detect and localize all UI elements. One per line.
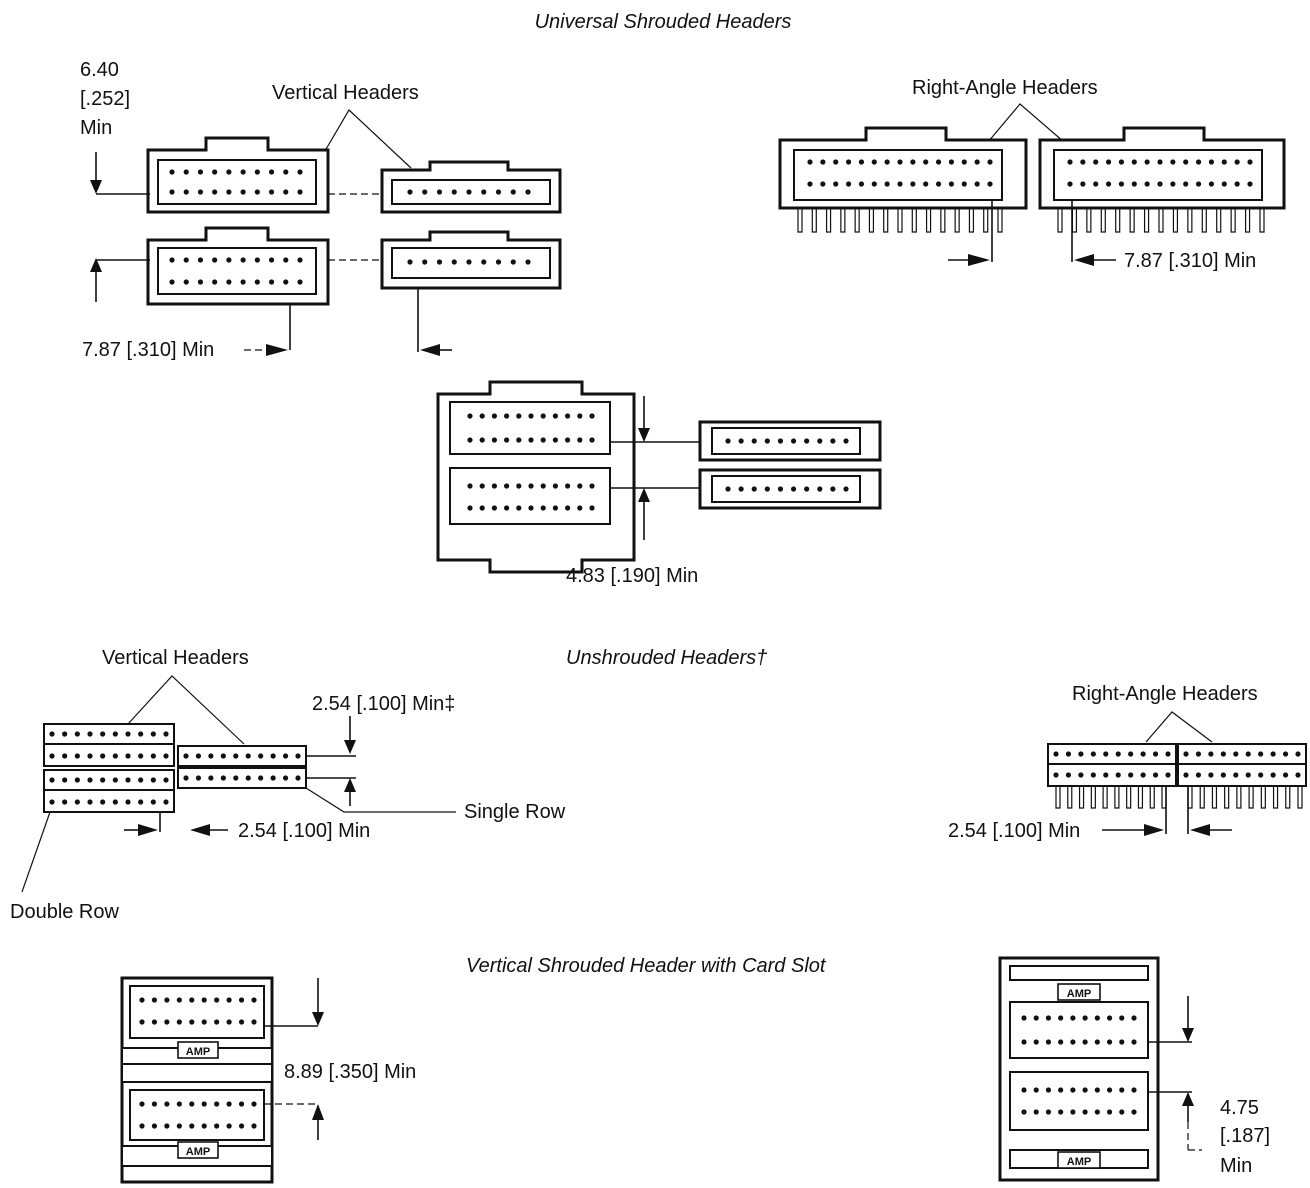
pin-row bbox=[49, 731, 169, 737]
pin-row bbox=[467, 505, 595, 511]
dim-7-87-right-angle: 7.87 [.310] Min bbox=[1124, 250, 1256, 272]
vertical-headers-label-top: Vertical Headers bbox=[272, 82, 419, 104]
card-slot-title: Vertical Shrouded Header with Card Slot bbox=[466, 955, 827, 977]
pin-row bbox=[807, 181, 993, 187]
stacked-headers-right bbox=[698, 420, 882, 510]
dim-6-40-inch: [.252] bbox=[80, 88, 130, 110]
pin-row bbox=[139, 997, 257, 1003]
vertical-header-c bbox=[380, 160, 562, 214]
dim-8-89: 8.89 [.350] Min bbox=[284, 1061, 416, 1083]
dim-6-40-value: 6.40 bbox=[80, 59, 119, 81]
amp-logo-right-top: AMP bbox=[1067, 988, 1091, 1000]
pin-row bbox=[1021, 1039, 1137, 1045]
unshrouded-title: Unshrouded Headers† bbox=[566, 647, 767, 669]
single-row-label: Single Row bbox=[464, 801, 566, 823]
amp-logo-right-bottom: AMP bbox=[1067, 1156, 1091, 1168]
pin-row bbox=[1053, 772, 1171, 778]
lead-row bbox=[1057, 208, 1265, 233]
pin-row bbox=[725, 486, 849, 492]
vertical-headers-leader bbox=[321, 109, 412, 169]
dim-4-75-value: 4.75 bbox=[1220, 1097, 1259, 1119]
pin-row bbox=[183, 753, 301, 759]
right-angle-headers-label-top: Right-Angle Headers bbox=[912, 77, 1098, 99]
pin-row bbox=[139, 1019, 257, 1025]
pin-row bbox=[169, 169, 303, 175]
unshrouded-vertical-leader bbox=[127, 675, 245, 745]
right-angle-header-right bbox=[1038, 126, 1286, 210]
dim-6-40-min: Min bbox=[80, 117, 112, 139]
right-angle-header-left bbox=[778, 126, 1028, 210]
vertical-headers-label-unshrouded: Vertical Headers bbox=[102, 647, 249, 669]
dim-4-75-inch: [.187] bbox=[1220, 1125, 1270, 1147]
dim-2-54-row: 2.54 [.100] Min‡ bbox=[312, 693, 455, 715]
double-row-label: Double Row bbox=[10, 901, 120, 923]
dim-arrow-6-40 bbox=[90, 180, 102, 194]
pin-row bbox=[49, 753, 169, 759]
amp-logo-left-bottom: AMP bbox=[186, 1146, 210, 1158]
pin-row bbox=[467, 413, 595, 419]
pin-row bbox=[139, 1101, 257, 1107]
card-slot-header-right: AMP AMP bbox=[998, 956, 1160, 1182]
dim-7-87-vertical: 7.87 [.310] Min bbox=[82, 339, 214, 361]
vertical-header-b bbox=[146, 226, 330, 306]
pin-row bbox=[49, 777, 169, 783]
pin-row bbox=[169, 189, 303, 195]
dim-2-54-side: 2.54 [.100] Min bbox=[238, 820, 370, 842]
pin-row bbox=[407, 189, 531, 195]
vertical-header-a bbox=[146, 136, 330, 214]
pin-row bbox=[1021, 1015, 1137, 1021]
right-angle-headers-leader bbox=[987, 103, 1065, 143]
unshrouded-right-angle-header bbox=[1047, 743, 1307, 787]
dim-4-75-min: Min bbox=[1220, 1155, 1252, 1177]
lead-row bbox=[797, 208, 1003, 233]
pin-row bbox=[1183, 772, 1301, 778]
unshrouded-double-row-bottom bbox=[43, 769, 175, 813]
unshrouded-right-angle-leader bbox=[1145, 711, 1213, 743]
amp-logo-left-top: AMP bbox=[186, 1046, 210, 1058]
pin-row bbox=[1067, 159, 1253, 165]
unshrouded-single-row bbox=[177, 745, 307, 789]
card-slot-header-left: AMP AMP bbox=[120, 976, 274, 1184]
dim-2-54-right-angle: 2.54 [.100] Min bbox=[948, 820, 1080, 842]
pin-row bbox=[407, 259, 531, 265]
pin-row bbox=[183, 775, 301, 781]
stacked-headers-left bbox=[436, 380, 636, 574]
pin-row bbox=[467, 437, 595, 443]
pin-row bbox=[1067, 181, 1253, 187]
pin-row bbox=[1053, 751, 1171, 757]
right-angle-headers-label-unshrouded: Right-Angle Headers bbox=[1072, 683, 1258, 705]
single-row-leader bbox=[305, 787, 456, 813]
pin-row bbox=[49, 799, 169, 805]
pin-row bbox=[725, 438, 849, 444]
universal-shrouded-title: Universal Shrouded Headers bbox=[535, 11, 792, 33]
pin-row bbox=[169, 257, 303, 263]
lead-row bbox=[1055, 786, 1167, 809]
pin-row bbox=[139, 1123, 257, 1129]
pin-row bbox=[1021, 1109, 1137, 1115]
double-row-leader bbox=[21, 811, 51, 893]
lead-row bbox=[1187, 786, 1303, 809]
pin-row bbox=[807, 159, 993, 165]
pin-row bbox=[1021, 1087, 1137, 1093]
pin-row bbox=[1183, 751, 1301, 757]
pin-row bbox=[169, 279, 303, 285]
unshrouded-double-row-top bbox=[43, 723, 175, 767]
dim-4-83: 4.83 [.190] Min bbox=[566, 565, 698, 587]
pin-row bbox=[467, 483, 595, 489]
